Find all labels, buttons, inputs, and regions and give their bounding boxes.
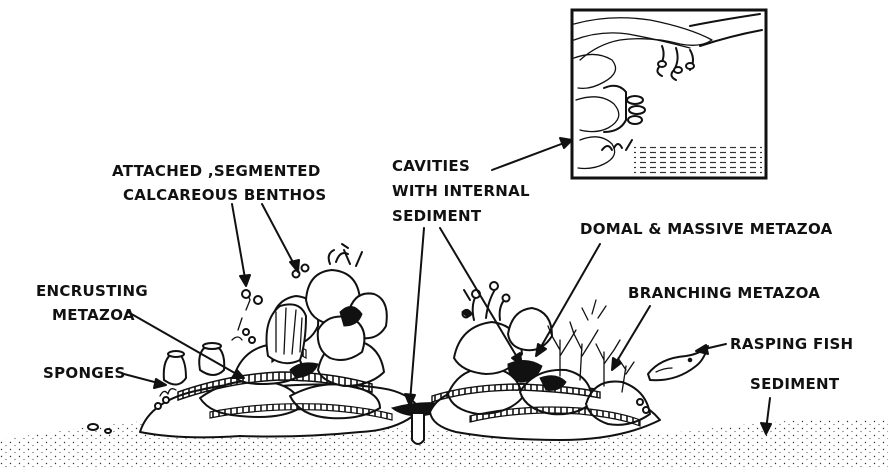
left-reef-mound [140,244,420,437]
label-rasping-fish: RASPING FISH [730,335,853,353]
label-branching: BRANCHING METAZOA [628,284,820,302]
svg-text:ENCRUSTING: ENCRUSTING [36,282,148,300]
svg-text:SEDIMENT: SEDIMENT [392,207,482,225]
label-domal-massive: DOMAL & MASSIVE METAZOA [580,220,833,238]
label-sediment: SEDIMENT [750,375,840,393]
label-cavities: CAVITIES WITH INTERNAL SEDIMENT [392,157,530,225]
right-reef-mound [430,282,660,440]
svg-text:CALCAREOUS BENTHOS: CALCAREOUS BENTHOS [123,186,327,204]
svg-text:WITH INTERNAL: WITH INTERNAL [392,182,530,200]
svg-text:METAZOA: METAZOA [52,306,135,324]
svg-text:CAVITIES: CAVITIES [392,157,470,175]
inset-cavity-view [572,10,766,178]
label-sponges: SPONGES [43,364,126,382]
label-encrusting: ENCRUSTING METAZOA [36,282,148,324]
label-attached-segmented: ATTACHED ,SEGMENTED CALCAREOUS BENTHOS [112,162,327,204]
svg-text:ATTACHED ,SEGMENTED: ATTACHED ,SEGMENTED [112,162,321,180]
